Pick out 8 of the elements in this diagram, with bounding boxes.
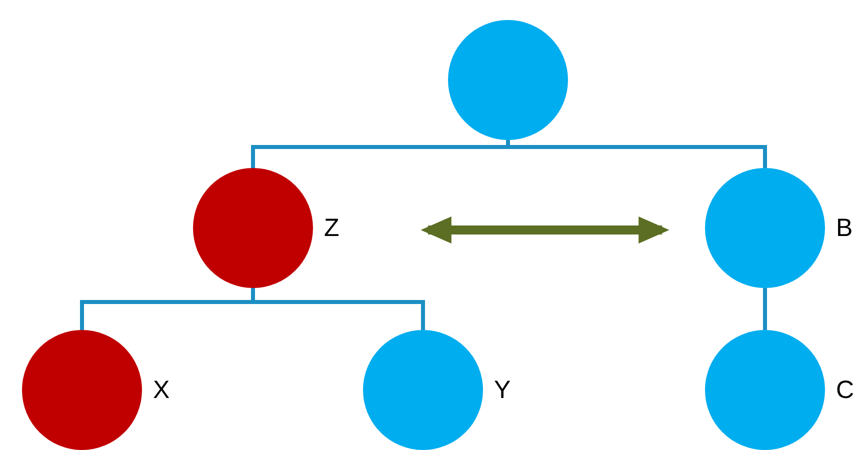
node-label: C [836, 375, 854, 405]
node-label: Y [494, 375, 511, 405]
double-arrow [420, 216, 670, 244]
connector-line [763, 288, 767, 330]
node-label: Z [324, 213, 340, 243]
node-label: X [153, 375, 170, 405]
connector-line [506, 140, 767, 168]
node-label: B [836, 213, 853, 243]
